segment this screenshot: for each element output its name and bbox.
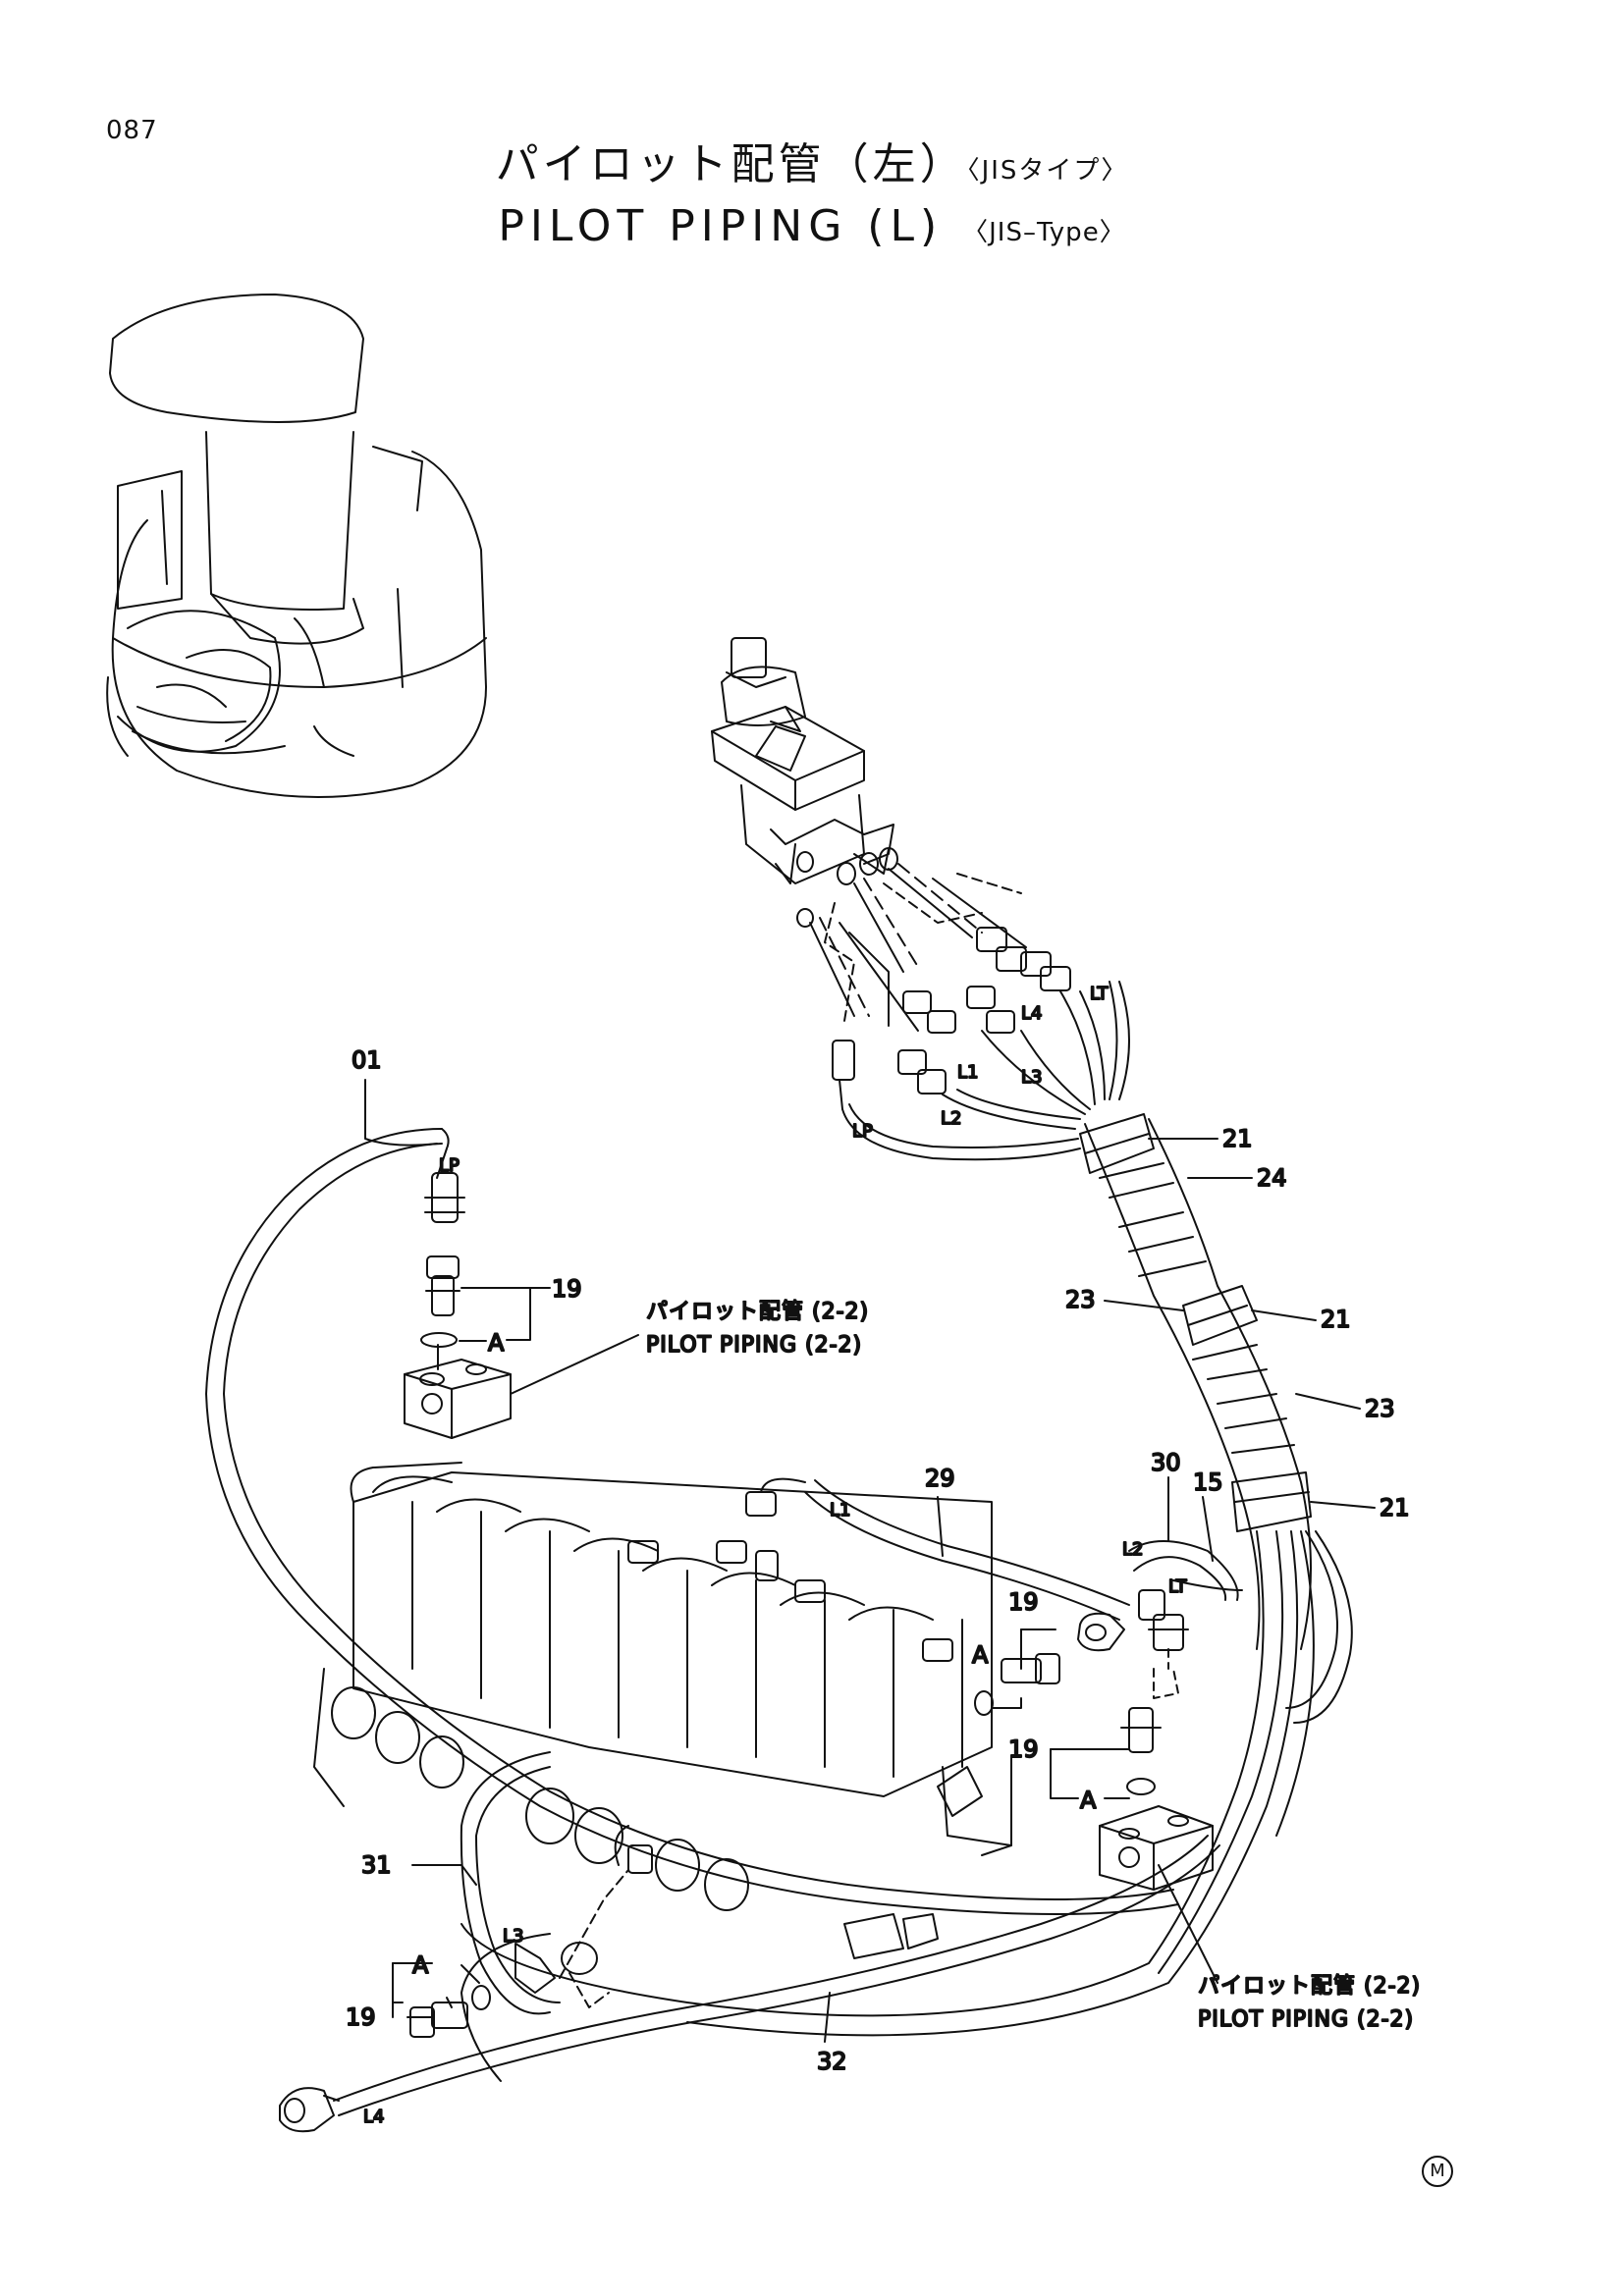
page-title: パイロット配管（左）〈JISタイプ〉 PILOT PIPING (L) 〈JIS… <box>0 137 1624 261</box>
callout-32: 32 <box>817 2048 847 2075</box>
corner-mark: M <box>1422 2156 1453 2187</box>
lp-fitting-group <box>404 1172 639 1439</box>
lower-hoses <box>205 1128 1353 2116</box>
reference-pilot-piping-jp-top: パイロット配管 (2-2) <box>646 1300 869 1324</box>
port-l2-pipe: L2 <box>1122 1539 1143 1560</box>
callout-15: 15 <box>1193 1468 1223 1496</box>
lower-left-fitting-group <box>279 1869 629 2133</box>
callout-23-right: 23 <box>1365 1395 1395 1422</box>
pilot-valve <box>711 637 898 928</box>
title-english: PILOT PIPING (L) 〈JIS–Type〉 <box>0 198 1624 261</box>
machine-overview <box>106 294 487 798</box>
pilot-hoses <box>809 863 1130 1161</box>
port-l1-valve: L1 <box>957 1062 978 1083</box>
right-fitting-group <box>974 1589 1218 1984</box>
detail-mark-a-lower: A <box>412 1951 429 1979</box>
title-jp-main: パイロット配管（左） <box>495 139 967 189</box>
callout-23-left: 23 <box>1065 1286 1096 1313</box>
callout-21-bottom: 21 <box>1380 1494 1410 1522</box>
title-jp-sub: 〈JISタイプ〉 <box>966 156 1129 186</box>
reference-pilot-piping-en-top: PILOT PIPING (2-2) <box>646 1333 862 1358</box>
callout-19-top: 19 <box>552 1275 582 1303</box>
port-l3-valve: L3 <box>1021 1067 1042 1088</box>
page-number: 087 <box>106 116 158 145</box>
callout-30: 30 <box>1151 1449 1181 1476</box>
reference-pilot-piping-jp-bottom: パイロット配管 (2-2) <box>1198 1974 1421 1999</box>
callout-21-top: 21 <box>1222 1125 1253 1152</box>
callout-01: 01 <box>352 1046 382 1074</box>
port-l4-pipe: L4 <box>363 2107 384 2127</box>
port-l1-pipe: L1 <box>830 1500 850 1521</box>
callout-29: 29 <box>925 1465 955 1492</box>
control-valve <box>313 1462 1012 1959</box>
title-en-main: PILOT PIPING (L) <box>498 201 944 251</box>
detail-mark-a-right: A <box>1080 1787 1097 1814</box>
port-l3-pipe: L3 <box>503 1926 523 1947</box>
callout-31: 31 <box>361 1851 392 1879</box>
port-lp-top: LP <box>439 1155 460 1176</box>
port-l2-valve: L2 <box>941 1108 961 1129</box>
callout-24: 24 <box>1257 1164 1287 1192</box>
port-lt-valve: LT <box>1090 984 1110 1004</box>
detail-mark-a-middle: A <box>972 1641 989 1669</box>
reference-pilot-piping-en-bottom: PILOT PIPING (2-2) <box>1198 2007 1414 2032</box>
callout-19-right: 19 <box>1008 1735 1039 1763</box>
port-lp-valve: LP <box>852 1121 873 1142</box>
callout-21-middle: 21 <box>1321 1306 1351 1333</box>
callout-19-lower: 19 <box>346 2003 376 2031</box>
port-l4-valve: L4 <box>1021 1003 1042 1024</box>
port-lt-pipe: LT <box>1168 1576 1188 1597</box>
title-japanese: パイロット配管（左）〈JISタイプ〉 <box>0 137 1624 198</box>
hose-bundle <box>1079 1113 1312 1650</box>
callout-leaders <box>364 1079 1376 2043</box>
detail-mark-a-top: A <box>488 1329 505 1357</box>
title-en-sub: 〈JIS–Type〉 <box>962 218 1126 247</box>
callout-19-middle: 19 <box>1008 1588 1039 1616</box>
